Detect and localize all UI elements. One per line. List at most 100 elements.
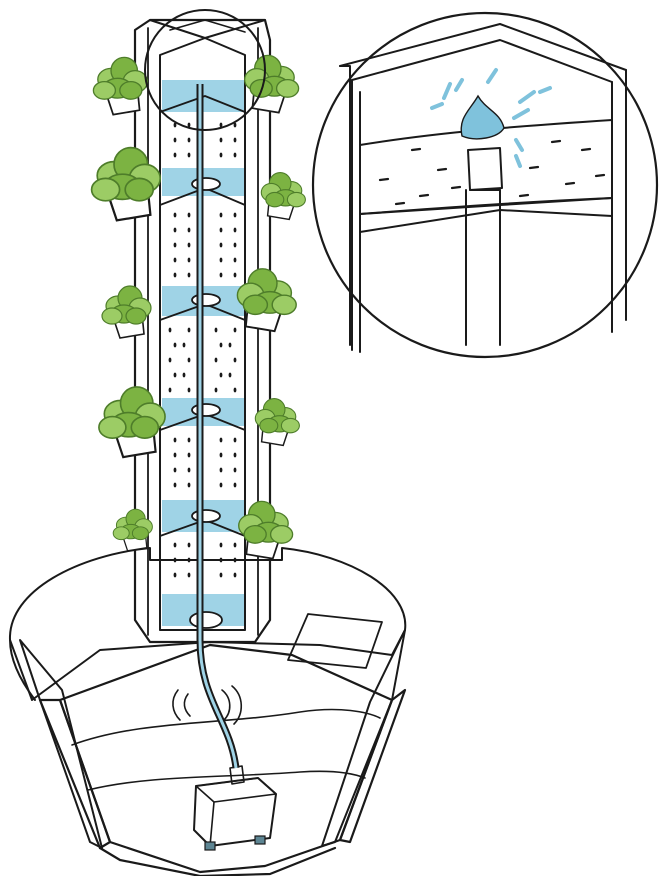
water-droplet <box>220 273 223 278</box>
water-droplet <box>188 543 191 548</box>
water-droplet <box>220 373 223 378</box>
water-droplet <box>183 343 186 348</box>
water-dash <box>438 169 446 170</box>
water-dash <box>530 167 538 168</box>
water-droplet <box>234 558 237 563</box>
water-droplet <box>188 328 191 333</box>
water-droplet <box>220 558 223 563</box>
water-droplet <box>174 483 177 488</box>
lettuce-plant-icon <box>93 57 147 114</box>
water-droplet <box>234 258 237 263</box>
water-droplet <box>169 388 172 393</box>
water-dash <box>380 179 388 180</box>
water-droplet <box>188 358 191 363</box>
water-droplet <box>220 228 223 233</box>
water-droplet <box>188 228 191 233</box>
water-droplet <box>174 228 177 233</box>
water-droplet <box>174 258 177 263</box>
water-droplet <box>188 388 191 393</box>
basin-left-side <box>20 640 102 848</box>
water-droplet <box>229 373 232 378</box>
water-droplet <box>188 213 191 218</box>
water-dash <box>396 203 404 204</box>
water-droplet <box>220 138 223 143</box>
water-droplet <box>174 453 177 458</box>
water-droplet <box>234 543 237 548</box>
water-droplet <box>220 438 223 443</box>
water-droplet <box>188 453 191 458</box>
water-droplet <box>188 273 191 278</box>
water-droplet <box>234 388 237 393</box>
water-droplet <box>174 468 177 473</box>
water-droplet <box>188 258 191 263</box>
water-droplet <box>215 388 218 393</box>
lettuce-plant-icon <box>102 286 151 338</box>
water-droplet <box>220 243 223 248</box>
basin-right-side <box>322 630 405 846</box>
lettuce-plant-icon <box>239 501 293 558</box>
water-droplet <box>220 573 223 578</box>
water-droplet <box>188 438 191 443</box>
water-droplet <box>174 438 177 443</box>
water-droplet <box>234 228 237 233</box>
water-droplet <box>234 468 237 473</box>
water-droplet <box>215 358 218 363</box>
water-droplet <box>234 438 237 443</box>
water-droplet <box>188 153 191 158</box>
lettuce-plant-icon <box>245 55 299 112</box>
water-droplet <box>169 328 172 333</box>
water-droplet <box>234 328 237 333</box>
water-dash <box>582 149 590 150</box>
water-droplet <box>188 573 191 578</box>
water-droplet <box>174 153 177 158</box>
water-droplet <box>234 273 237 278</box>
water-dash <box>420 195 428 196</box>
water-droplet <box>174 343 177 348</box>
water-droplet <box>174 243 177 248</box>
water-droplet <box>234 213 237 218</box>
water-droplet <box>234 153 237 158</box>
water-droplet <box>188 483 191 488</box>
water-droplet <box>220 343 223 348</box>
water-pump-icon <box>194 766 276 850</box>
water-droplet <box>234 243 237 248</box>
water-dash <box>412 149 420 150</box>
water-droplet <box>174 558 177 563</box>
water-droplet <box>188 138 191 143</box>
water-droplet <box>234 573 237 578</box>
water-droplet <box>174 273 177 278</box>
lettuce-plant-icon <box>99 387 165 457</box>
water-droplet <box>220 258 223 263</box>
water-droplet <box>220 153 223 158</box>
water-droplet <box>220 213 223 218</box>
water-droplet <box>234 138 237 143</box>
water-droplet <box>234 358 237 363</box>
lettuce-plant-icon <box>255 399 299 446</box>
lettuce-plant-icon <box>261 173 305 220</box>
water-droplet <box>174 573 177 578</box>
water-droplet <box>234 483 237 488</box>
water-droplet <box>215 328 218 333</box>
basin-water <box>60 645 392 872</box>
water-droplet <box>220 453 223 458</box>
lettuce-plant-icon <box>113 509 152 551</box>
water-droplet <box>220 483 223 488</box>
water-dash <box>452 187 460 188</box>
water-droplet <box>174 138 177 143</box>
water-droplet <box>220 543 223 548</box>
water-droplet <box>188 468 191 473</box>
water-droplet <box>188 558 191 563</box>
water-droplet <box>174 373 177 378</box>
water-droplet <box>174 213 177 218</box>
water-droplet <box>234 453 237 458</box>
water-droplet <box>183 373 186 378</box>
water-dash <box>520 195 528 196</box>
water-dash <box>566 183 574 184</box>
water-dash <box>552 141 560 142</box>
water-droplet <box>188 243 191 248</box>
lettuce-plant-icon <box>92 148 161 221</box>
water-droplet <box>174 543 177 548</box>
lettuce-plant-icon <box>237 269 296 331</box>
water-droplet <box>220 468 223 473</box>
water-droplet <box>229 343 232 348</box>
